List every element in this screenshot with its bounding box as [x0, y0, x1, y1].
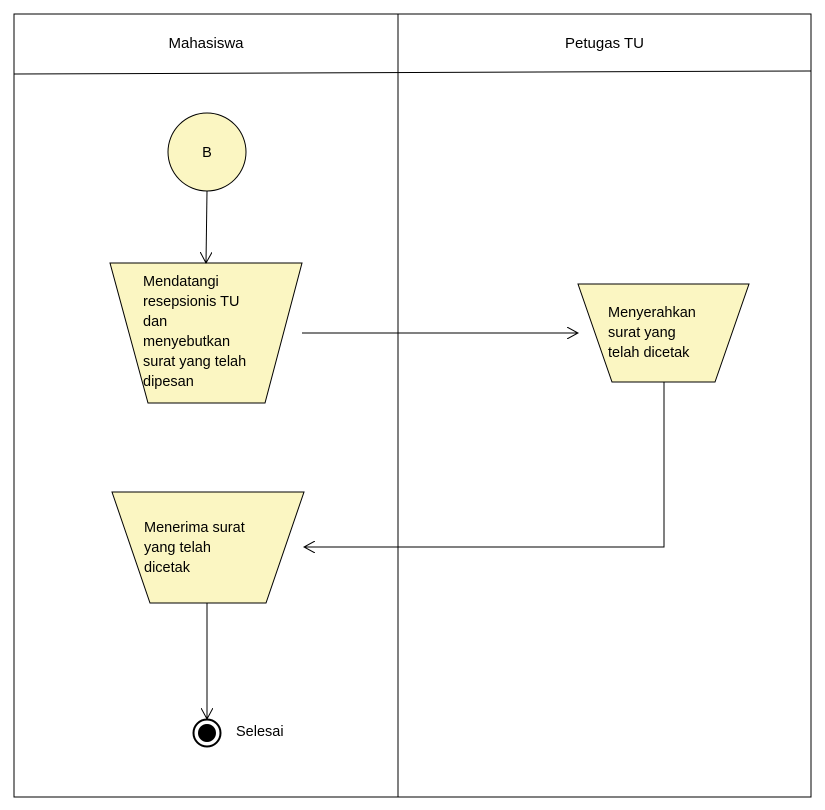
flow-menyerahkan-to-menerima — [304, 382, 665, 547]
activity-line: telah dicetak — [608, 345, 690, 361]
end-label: Selesai — [236, 724, 284, 740]
activity-menerima-shape — [111, 491, 305, 604]
start-connector-label: B — [202, 145, 212, 161]
activity-line: Menyerahkan — [608, 305, 696, 321]
lane-title-mahasiswa: Mahasiswa — [168, 35, 244, 52]
activity-menerima-text: Menerima surat yang telah dicetak — [144, 518, 245, 578]
activity-line: yang telah — [144, 540, 211, 556]
end-node-inner — [198, 724, 216, 742]
activity-line: dan — [143, 314, 168, 330]
activity-line: surat yang — [608, 325, 676, 341]
activity-mendatangi-text: Mendatangi resepsionis TU dan menyebutka… — [143, 272, 246, 392]
lane-title-petugas-tu: Petugas TU — [565, 35, 644, 52]
activity-line: menyebutkan — [143, 334, 231, 350]
activity-line: dicetak — [144, 560, 190, 576]
swimlane-frame — [13, 13, 812, 798]
activity-line: Mendatangi — [143, 274, 219, 290]
flow-connector-to-mendatangi — [206, 190, 207, 263]
activity-menyerahkan-text: Menyerahkan surat yang telah dicetak — [608, 303, 696, 363]
activity-line: Menerima surat — [144, 520, 245, 536]
lane-header-divider — [13, 70, 812, 75]
activity-line: surat yang telah — [143, 354, 247, 370]
activity-mendatangi-shape — [109, 262, 303, 404]
activity-line: resepsionis TU — [143, 294, 240, 310]
activity-line: dipesan — [143, 374, 194, 390]
activity-menyerahkan-shape — [577, 283, 750, 383]
